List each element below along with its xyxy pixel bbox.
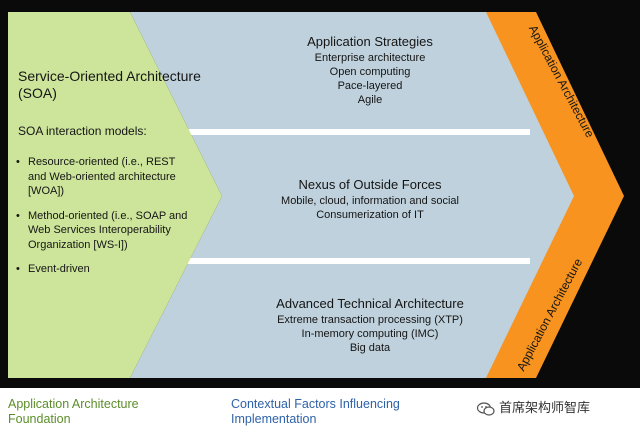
- footer-contextual-text: Contextual Factors Influencing Implement…: [231, 397, 400, 426]
- block-heading: Nexus of Outside Forces: [298, 177, 442, 192]
- application-strategies-block: Application Strategies Enterprise archit…: [190, 34, 550, 107]
- soa-title: Service-Oriented Architecture (SOA): [18, 68, 201, 101]
- advanced-technical-architecture-block: Advanced Technical Architecture Extreme …: [190, 296, 550, 355]
- block-item: Mobile, cloud, information and social: [281, 195, 459, 207]
- footer-contextual-label: Contextual Factors Influencing Implement…: [231, 397, 406, 427]
- watermark: 首席架构师智库: [477, 397, 590, 416]
- block-item: Pace-layered: [337, 80, 403, 92]
- separator-bottom: [180, 258, 530, 264]
- list-item: Method-oriented (i.e., SOAP and Web Serv…: [14, 209, 194, 253]
- block-item: Consumerization of IT: [316, 209, 424, 221]
- list-item: Event-driven: [14, 262, 194, 277]
- soa-models-heading: SOA interaction models:: [18, 124, 147, 138]
- contextual-factors-band: [130, 12, 578, 378]
- footer-foundation-text: Application Architecture Foundation: [8, 397, 139, 426]
- watermark-text: 首席架构师智库: [499, 400, 591, 415]
- block-item: Agile: [357, 94, 383, 106]
- nexus-of-forces-block: Nexus of Outside Forces Mobile, cloud, i…: [190, 177, 550, 222]
- wechat-icon: [477, 401, 495, 416]
- separator-top: [180, 129, 530, 135]
- block-item: Open computing: [329, 66, 411, 78]
- block-item: Enterprise architecture: [314, 52, 426, 64]
- block-item: Big data: [349, 342, 391, 354]
- block-heading: Application Strategies: [307, 34, 433, 49]
- block-item: In-memory computing (IMC): [301, 328, 439, 340]
- footer-foundation-label: Application Architecture Foundation: [8, 397, 173, 427]
- application-architecture-chevron: [486, 12, 624, 378]
- block-heading: Advanced Technical Architecture: [276, 296, 464, 311]
- soa-models-list: Resource-oriented (i.e., REST and Web-or…: [14, 155, 194, 287]
- block-item: Extreme transaction processing (XTP): [277, 314, 463, 326]
- list-item: Resource-oriented (i.e., REST and Web-or…: [14, 155, 194, 199]
